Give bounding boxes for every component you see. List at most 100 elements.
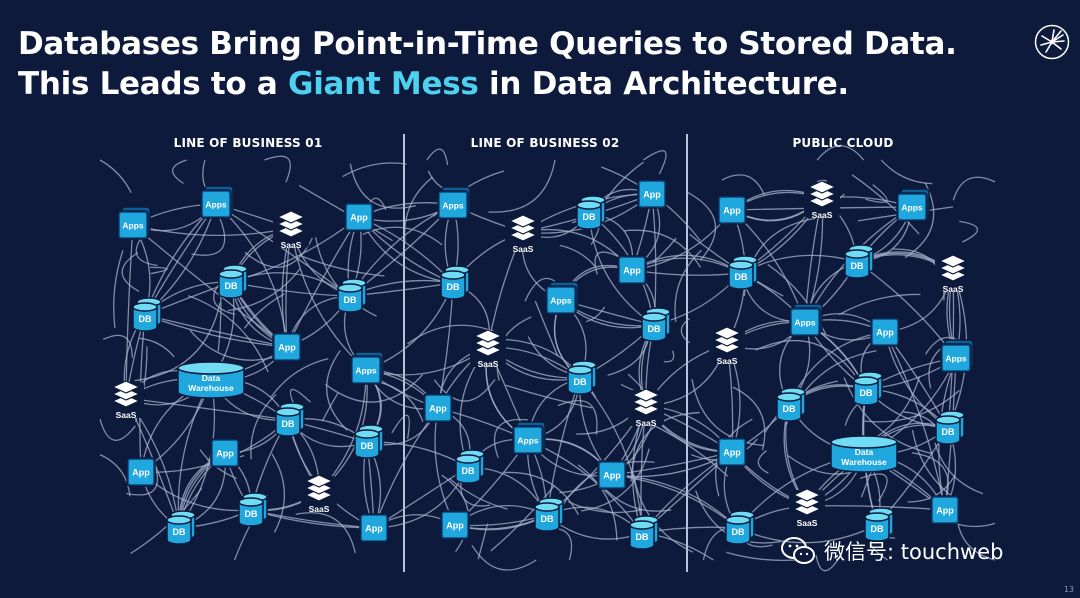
connection-line [911, 429, 958, 501]
db-label: DB [732, 527, 745, 537]
connection-line [230, 272, 351, 297]
saas-label: SaaS [116, 410, 137, 420]
connection-line [687, 191, 717, 261]
saas-label: SaaS [281, 240, 302, 250]
db-label: DB [860, 388, 873, 398]
db-node: DB [132, 297, 162, 332]
apps-label: Apps [945, 354, 967, 364]
connection-line [250, 394, 277, 460]
app-label: App [365, 524, 383, 534]
connection-line [488, 159, 556, 213]
apps-label: Apps [355, 366, 377, 376]
warehouse-label-line-2: Warehouse [188, 383, 234, 393]
db-label: DB [225, 281, 238, 291]
connection-line [505, 384, 593, 409]
app-label: App [132, 468, 150, 478]
saas-label: SaaS [478, 359, 499, 369]
saas-label: SaaS [797, 518, 818, 528]
app-node: App [717, 437, 747, 467]
app-node: App [423, 393, 453, 423]
app-label: App [350, 213, 368, 223]
connection-line [585, 306, 606, 323]
saas-node: SaaS [108, 380, 144, 420]
db-node: DB [725, 510, 755, 545]
connection-line [864, 389, 960, 423]
db-node: DB [275, 402, 305, 437]
connection-line [611, 474, 739, 529]
connection-line [559, 244, 596, 267]
apps-node: Apps [200, 185, 234, 219]
app-label: App [723, 448, 741, 458]
db-label: DB [173, 527, 186, 537]
db-label: DB [541, 514, 554, 524]
connection-line [732, 386, 766, 451]
connection-line [243, 293, 285, 329]
apps-node: Apps [545, 281, 579, 315]
connection-line [99, 159, 132, 194]
connection-line [121, 252, 140, 292]
connection-line [503, 471, 579, 516]
apps-node: Apps [896, 188, 930, 222]
apps-node: Apps [437, 186, 471, 220]
db-label: DB [139, 314, 152, 324]
db-node: DB [935, 410, 965, 445]
app-label: App [723, 206, 741, 216]
apps-node: Apps [117, 206, 151, 240]
connection-line [631, 269, 742, 276]
connection-line [102, 334, 133, 358]
connection-line [134, 302, 221, 382]
connection-line [139, 337, 175, 358]
connection-line [557, 400, 598, 435]
connection-line [757, 450, 769, 474]
connection-line [99, 454, 131, 497]
title-line-2-start: This Leads to a [18, 66, 289, 102]
connection-line [270, 358, 329, 398]
connection-line [624, 229, 702, 268]
connection-line [884, 331, 946, 511]
connection-line [843, 377, 934, 455]
connection-line [611, 474, 739, 529]
saas-node: SaaS [301, 474, 337, 514]
connection-line [471, 544, 537, 571]
db-label: DB [942, 427, 955, 437]
connection-line [434, 407, 456, 526]
db-node: DB [853, 371, 883, 406]
saas-label: SaaS [513, 244, 534, 254]
apps-node: Apps [940, 339, 974, 373]
saas-node: SaaS [804, 180, 840, 220]
db-node: DB [641, 307, 671, 342]
connection-line [934, 442, 984, 495]
app-label: App [603, 471, 621, 481]
connection-line [189, 329, 278, 361]
saas-label: SaaS [943, 284, 964, 294]
app-node: App [359, 513, 389, 543]
connection-line [125, 224, 134, 399]
app-label: App [429, 404, 447, 414]
title-line-2-end: in Data Architecture. [478, 66, 849, 102]
connection-line [373, 407, 439, 529]
saas-label: SaaS [309, 504, 330, 514]
db-node: DB [776, 387, 806, 422]
db-label: DB [344, 295, 357, 305]
connection-line [99, 418, 136, 441]
connection-line [859, 473, 888, 502]
connection-line [264, 155, 291, 183]
connection-line [577, 464, 618, 541]
warehouse-label-line-2: Warehouse [841, 457, 887, 467]
connection-line [298, 254, 385, 277]
apps-label: Apps [122, 221, 144, 231]
connection-line [188, 295, 269, 373]
connection-line [326, 350, 348, 431]
apps-label: Apps [442, 201, 464, 211]
app-node: App [272, 332, 302, 362]
connection-line [113, 250, 124, 329]
app-node: App [930, 495, 960, 525]
connection-line [865, 184, 888, 203]
connection-line [433, 378, 496, 402]
apps-label: Apps [794, 318, 816, 328]
db-label: DB [851, 261, 864, 271]
saas-node: SaaS [273, 210, 309, 250]
db-label: DB [462, 466, 475, 476]
connection-line [426, 148, 449, 166]
